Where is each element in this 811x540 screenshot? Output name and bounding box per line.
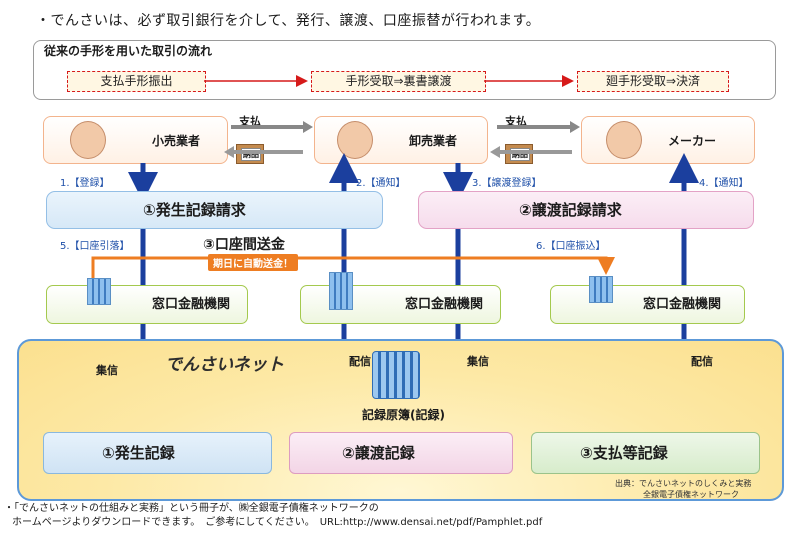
step-label-notify-1: 2.【通知】 [356, 178, 406, 189]
bank-retailer: 窓口金融機関 [46, 278, 248, 324]
footer-note: ・「でんさいネットの仕組みと実務」という冊子が、㈱全銀電子債権ネットワークの ホ… [4, 502, 542, 530]
payment-arrowhead [303, 121, 313, 133]
party-maker-label: メーカー [668, 134, 717, 148]
bank-building-icon [589, 276, 613, 303]
party-retailer: 小売業者 [43, 116, 228, 164]
payment-arrowhead [570, 121, 580, 133]
step-label-register: 1.【登録】 [60, 178, 110, 189]
footer-line-2: ホームページよりダウンロードできます。 ご参考にしてください。 URL:http… [12, 517, 543, 528]
transfer-record-label: ②譲渡記録 [342, 444, 415, 462]
step-label-credit: 6.【口座振込】 [536, 241, 606, 252]
bank-retailer-label: 窓口金融機関 [152, 297, 231, 312]
deliver-label-wholesaler: 配信 [349, 355, 371, 368]
bank-wholesaler-label: 窓口金融機関 [405, 297, 484, 312]
transfer-record-request-label: ②譲渡記録請求 [519, 201, 622, 219]
bank-maker: 窓口金融機関 [550, 276, 745, 324]
source-line-2: 全銀電子債権ネットワーク [643, 490, 739, 499]
bank-maker-label: 窓口金融機関 [643, 297, 722, 312]
payment-record: ③支払等記録 [531, 432, 760, 474]
maker-avatar-icon [606, 121, 642, 159]
party-wholesaler: 卸売業者 [314, 116, 488, 164]
transfer-record-request: ②譲渡記録請求 [418, 191, 754, 229]
deliver-label-maker: 配信 [691, 355, 713, 368]
payment-label-2: 支払 [505, 115, 527, 128]
record-ledger-label: 記録原簿(記録) [362, 408, 445, 422]
flow-step-settle: 廻手形受取⇒決済 [577, 71, 729, 92]
issue-record: ①発生記録 [43, 432, 272, 474]
delivery-arrowhead [490, 146, 500, 158]
traditional-flow-title: 従来の手形を用いた取引の流れ [44, 44, 213, 58]
party-wholesaler-label: 卸売業者 [409, 134, 458, 148]
traditional-flow-panel [33, 40, 776, 100]
source-citation: 出典：でんさいネットのしくみと実務 全銀電子債権ネットワーク [615, 478, 751, 500]
issue-record-request-label: ①発生記録請求 [143, 201, 246, 219]
step-label-transfer-register: 3.【譲渡登録】 [472, 178, 542, 189]
step-label-debit: 5.【口座引落】 [60, 241, 130, 252]
party-retailer-label: 小売業者 [152, 134, 201, 148]
transfer-record: ②譲渡記録 [289, 432, 513, 474]
bank-building-icon [329, 272, 353, 310]
account-transfer-arrow [91, 256, 615, 283]
top-note: ・でんさいは、必ず取引銀行を介して、発行、譲渡、口座振替が行われます。 [36, 13, 541, 29]
party-maker: メーカー [581, 116, 755, 164]
issue-record-request: ①発生記録請求 [46, 191, 383, 229]
payment-label-1: 支払 [239, 115, 261, 128]
account-transfer-title: ③口座間送金 [203, 237, 285, 253]
source-line-1: 出典：でんさいネットのしくみと実務 [615, 479, 752, 488]
flow-step-endorse: 手形受取⇒裏書譲渡 [311, 71, 486, 92]
auto-transfer-badge: 期日に自動送金！ [208, 254, 298, 271]
densai-server-icon [372, 351, 420, 399]
bank-building-icon [87, 278, 111, 305]
payment-record-label: ③支払等記録 [580, 444, 668, 462]
footer-line-1: ・「でんさいネットの仕組みと実務」という冊子が、㈱全銀電子債権ネットワークの [4, 503, 379, 514]
step-label-notify-2: 4.【通知】 [699, 178, 749, 189]
send-label-retailer: 集信 [96, 364, 118, 377]
send-label-wholesaler: 集信 [467, 355, 489, 368]
densai-network-title: でんさいネット [165, 355, 284, 375]
issue-record-label: ①発生記録 [102, 444, 175, 462]
retailer-avatar-icon [70, 121, 106, 159]
flow-step-issue: 支払手形振出 [67, 71, 206, 92]
bank-wholesaler: 窓口金融機関 [300, 272, 501, 324]
delivery-arrowhead [224, 146, 234, 158]
